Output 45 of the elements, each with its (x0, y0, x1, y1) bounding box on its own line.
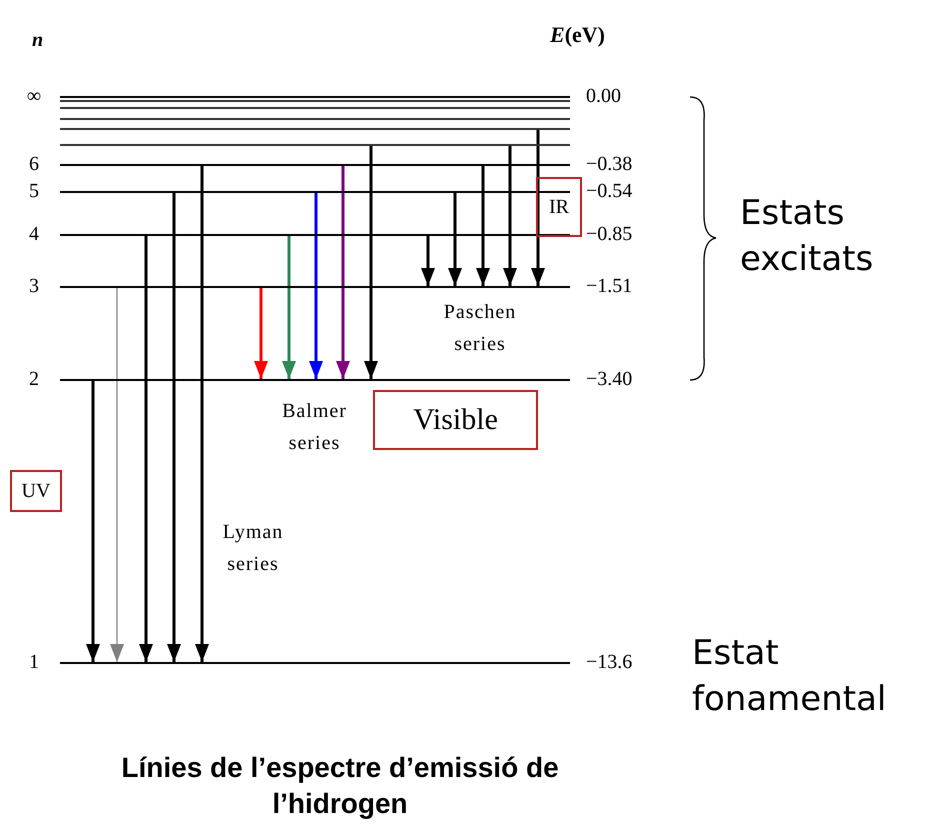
transition-arrow (531, 130, 545, 286)
transition-arrow (254, 288, 268, 379)
energy-value: −0.85 (586, 223, 634, 245)
energy-level-line (60, 128, 570, 130)
energy-value: −1.51 (586, 275, 634, 297)
quantum-number: 6 (28, 153, 40, 175)
energy-value: −0.38 (586, 153, 634, 175)
transition-arrow (421, 236, 435, 286)
region-box: IR (536, 177, 582, 237)
transition-arrow (282, 236, 296, 379)
quantum-number: ∞ (26, 85, 42, 107)
quantum-number: 3 (28, 275, 40, 297)
series-label: Balmer series (281, 399, 348, 456)
transition-arrow (448, 193, 462, 286)
quantum-number: 1 (28, 651, 40, 673)
transition-arrow (503, 146, 517, 286)
annotation-text: Estat fonamental (692, 632, 888, 721)
transition-arrow (476, 166, 490, 286)
energy-value: −0.54 (586, 180, 634, 202)
axis-label: n (32, 28, 44, 52)
quantum-number: 4 (28, 223, 40, 245)
energy-value: 0.00 (586, 85, 622, 107)
energy-level-line (60, 144, 570, 146)
axis-label: E(eV) (550, 22, 606, 48)
series-label: Paschen series (442, 300, 518, 357)
quantum-number: 5 (28, 180, 40, 202)
transition-arrow (364, 146, 378, 379)
transition-arrow (336, 166, 350, 379)
transition-arrow (309, 193, 323, 379)
energy-value: −13.6 (586, 651, 634, 673)
region-box: UV (10, 470, 62, 512)
energy-level-line (60, 100, 570, 102)
region-box: Visible (373, 390, 538, 450)
quantum-number: 2 (28, 368, 40, 390)
energy-level-line (60, 118, 570, 120)
transition-arrow (167, 193, 181, 662)
diagram-title: Línies de l’espectre d’emissió de l’hidrogen (120, 751, 560, 821)
energy-level-line (60, 107, 570, 109)
energy-value: −3.40 (586, 368, 634, 390)
series-label: Lyman series (222, 520, 284, 577)
transition-arrow (195, 166, 209, 662)
transition-arrow (86, 381, 100, 662)
transition-arrow (139, 236, 153, 662)
annotation-text: Estats excitats (740, 192, 874, 281)
transition-arrow (110, 288, 124, 662)
